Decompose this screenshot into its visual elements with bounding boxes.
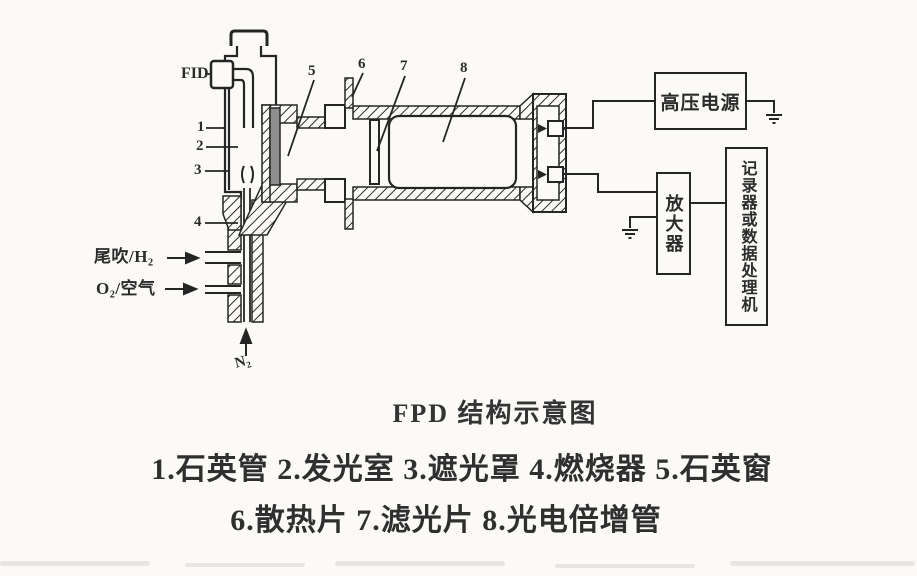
part-number-4-callout: 4 (194, 214, 202, 230)
amplifier-box: 放大器 (656, 172, 691, 275)
part-number-8-callout: 8 (460, 60, 468, 76)
chimney-cap (229, 29, 269, 46)
part-number-5-callout: 5 (308, 63, 316, 79)
quartz-window (269, 107, 281, 186)
part-number-7-callout: 7 (400, 58, 408, 74)
gas-inlet-pipes (205, 251, 241, 294)
arrow-up-icon (239, 327, 253, 356)
high-voltage-supply-box: 高压电源 (654, 72, 747, 130)
signal-wires (563, 100, 775, 228)
makeup-h2-inlet-label: 尾吹/H₂ (94, 247, 154, 266)
heat-sink-fins (344, 77, 354, 230)
legend-line-2: 6.散热片 7.滤光片 8.光电倍增管 (230, 504, 662, 537)
scan-artifact (730, 561, 915, 566)
fid-label: FID (181, 65, 209, 82)
part-number-2-callout: 2 (196, 138, 204, 154)
figure-title: FPD 结构示意图 (392, 399, 598, 428)
bottom-collar (324, 178, 346, 203)
sample-elbow-tube (233, 67, 255, 128)
scan-artifact (185, 563, 305, 567)
flame-mark (241, 165, 254, 184)
o2-air-inlet-label: O₂/空气 (96, 279, 156, 298)
ground-icon (622, 114, 782, 239)
fid-port-box (209, 59, 235, 90)
optical-filter (369, 119, 380, 185)
scan-artifact (555, 564, 695, 568)
chamber-foot (222, 195, 242, 231)
recorder-box: 记录器或数据处理机 (725, 147, 768, 326)
part-number-3-callout: 3 (194, 162, 202, 178)
arrow-right-icon (165, 251, 201, 296)
photomultiplier-tube (387, 114, 518, 190)
burner-body (222, 186, 297, 323)
pmt-pin-arrows (538, 124, 547, 179)
chamber-outline (223, 46, 278, 200)
legend-line-1: 1.石英管 2.发光室 3.遮光罩 4.燃烧器 5.石英窗 (151, 453, 773, 486)
scan-artifact (335, 561, 505, 566)
burner-jet-tube (243, 188, 251, 322)
pmt-pins (547, 120, 564, 183)
part-number-6-callout: 6 (358, 56, 366, 72)
part-number-1-callout: 1 (197, 119, 205, 135)
callout-leader-lines (205, 72, 466, 224)
top-collar (324, 104, 346, 129)
scan-artifact (0, 561, 150, 566)
